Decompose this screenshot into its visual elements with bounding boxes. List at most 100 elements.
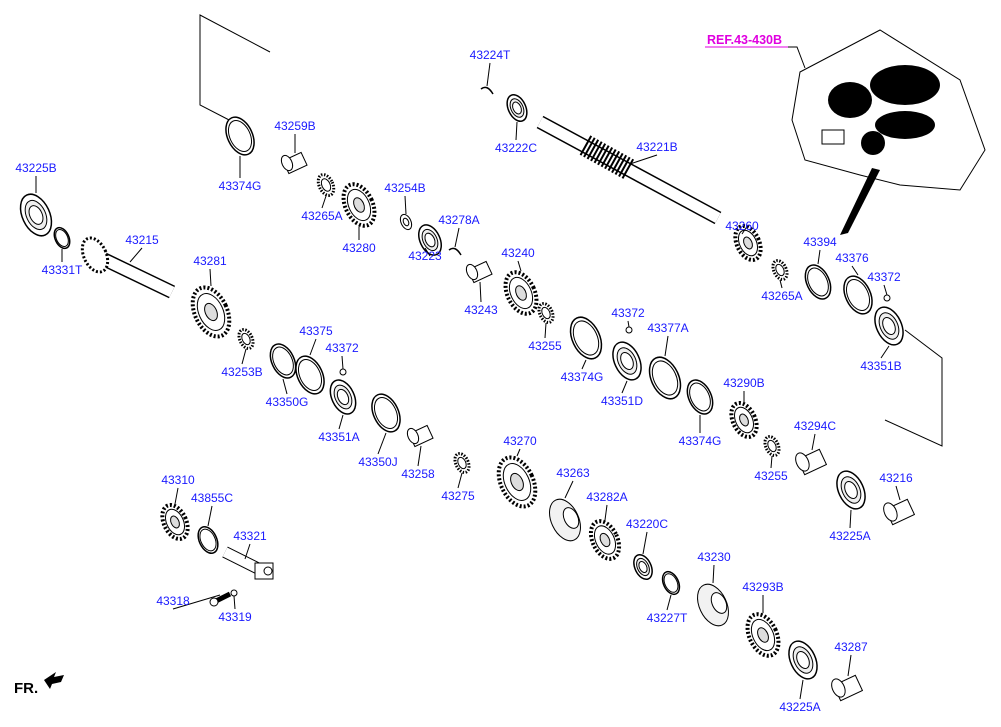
part-bearing-shape[interactable] [630, 552, 656, 582]
part-number-label[interactable]: 43374G [560, 370, 604, 384]
part-gear-shape[interactable] [491, 452, 542, 513]
part-number-label[interactable]: 43254B [384, 181, 426, 195]
part-sleeve-shape[interactable] [405, 424, 434, 448]
part-number-label[interactable]: 43350J [358, 455, 398, 469]
part-number-label[interactable]: 43221B [636, 140, 678, 154]
part-hub-shape[interactable] [691, 579, 734, 630]
part-gear-shape[interactable] [185, 282, 236, 343]
part-sleeve-shape[interactable] [793, 448, 828, 476]
part-needle-shape[interactable] [762, 434, 782, 457]
part-bearing-shape[interactable] [14, 189, 57, 240]
part-number-label[interactable]: 43281 [193, 254, 227, 268]
part-number-label[interactable]: 43265A [301, 209, 343, 223]
part-tiny-shape[interactable] [883, 294, 891, 302]
part-bearing-shape[interactable] [607, 338, 646, 385]
part-tiny-shape[interactable] [625, 326, 633, 334]
part-number-label[interactable]: 43280 [342, 241, 376, 255]
part-number-label[interactable]: 43351B [860, 359, 902, 373]
part-tiny-shape[interactable] [230, 589, 238, 597]
part-pinion-shape[interactable] [77, 234, 176, 299]
part-sleeve-shape[interactable] [279, 151, 308, 175]
part-number-label[interactable]: 43227T [646, 611, 688, 625]
part-number-label[interactable]: 43375 [299, 324, 333, 338]
part-number-label[interactable]: 43294C [793, 419, 837, 433]
part-hub-shape[interactable] [543, 494, 586, 545]
part-ring-shape[interactable] [682, 376, 717, 418]
part-gear-shape[interactable] [157, 501, 192, 543]
part-number-label[interactable]: 43225B [15, 161, 57, 175]
part-gear-shape[interactable] [585, 517, 624, 564]
part-number-label[interactable]: 43216 [879, 471, 913, 485]
part-number-label[interactable]: 43287 [834, 640, 868, 654]
part-number-label[interactable]: 43253B [221, 365, 263, 379]
part-number-label[interactable]: 43243 [464, 303, 498, 317]
part-sleeve-shape[interactable] [881, 498, 916, 526]
part-ring-shape[interactable] [265, 340, 300, 382]
part-number-label[interactable]: 43855C [190, 491, 234, 505]
part-number-label[interactable]: 43372 [867, 270, 901, 284]
part-needle-shape[interactable] [315, 172, 337, 198]
part-ring-shape[interactable] [564, 312, 607, 363]
part-gear-shape[interactable] [337, 179, 380, 230]
reference-link[interactable]: REF.43-430B [707, 33, 783, 47]
part-number-label[interactable]: 43372 [325, 341, 359, 355]
part-number-label[interactable]: 43350G [265, 395, 309, 409]
part-clip-shape[interactable] [448, 247, 462, 256]
part-number-label[interactable]: 43225A [829, 529, 871, 543]
part-number-label[interactable]: 43377A [647, 321, 689, 335]
part-number-label[interactable]: 43351A [318, 430, 360, 444]
part-number-label[interactable]: 43275 [441, 489, 475, 503]
part-shaft-shape[interactable] [536, 115, 722, 225]
part-number-label[interactable]: 43255 [528, 339, 562, 353]
part-number-label[interactable]: 43240 [501, 246, 535, 260]
part-number-label[interactable]: 43265A [761, 289, 803, 303]
part-number-label[interactable]: 43270 [503, 434, 537, 448]
part-number-label[interactable]: 43374G [218, 179, 262, 193]
part-gear-shape[interactable] [499, 267, 542, 318]
part-number-label[interactable]: 43222C [494, 141, 538, 155]
part-number-label[interactable]: 43374G [678, 434, 722, 448]
part-ring-shape[interactable] [290, 352, 329, 399]
part-bearing-shape[interactable] [414, 221, 446, 258]
part-number-label[interactable]: 43319 [218, 610, 252, 624]
part-number-label[interactable]: 43223 [408, 249, 442, 263]
part-needle-shape[interactable] [770, 258, 790, 281]
part-needle-shape[interactable] [452, 451, 472, 474]
part-number-label[interactable]: 43259B [274, 119, 316, 133]
part-bearing-shape[interactable] [503, 92, 531, 125]
part-ring-shape[interactable] [51, 225, 73, 251]
part-ring-shape[interactable] [659, 569, 683, 597]
part-ring-shape[interactable] [366, 390, 405, 437]
part-bolt-shape[interactable] [209, 591, 232, 607]
part-number-label[interactable]: 43278A [438, 213, 480, 227]
part-number-label[interactable]: 43282A [586, 490, 628, 504]
part-number-label[interactable]: 43225A [779, 700, 821, 714]
part-bearing-shape[interactable] [831, 467, 870, 514]
part-number-label[interactable]: 43318 [156, 594, 190, 608]
part-washer-shape[interactable] [398, 213, 414, 232]
part-number-label[interactable]: 43260 [725, 219, 759, 233]
part-number-label[interactable]: 43263 [556, 466, 590, 480]
part-number-label[interactable]: 43255 [754, 469, 788, 483]
part-needle-shape[interactable] [536, 301, 556, 324]
part-needle-shape[interactable] [236, 327, 256, 350]
part-number-label[interactable]: 43376 [835, 251, 869, 265]
part-sleeve-shape[interactable] [829, 674, 864, 702]
part-number-label[interactable]: 43310 [161, 473, 195, 487]
part-number-label[interactable]: 43293B [742, 580, 784, 594]
part-number-label[interactable]: 43351D [600, 394, 644, 408]
part-bearing-shape[interactable] [869, 303, 908, 350]
part-clip-shape[interactable] [480, 86, 494, 95]
part-number-label[interactable]: 43230 [697, 550, 731, 564]
part-gear-shape[interactable] [741, 609, 784, 660]
part-number-label[interactable]: 43372 [611, 306, 645, 320]
part-bearing-shape[interactable] [325, 376, 360, 418]
part-tiny-shape[interactable] [339, 368, 347, 376]
part-number-label[interactable]: 43224T [469, 48, 511, 62]
part-gear-shape[interactable] [730, 222, 765, 264]
part-number-label[interactable]: 43220C [625, 517, 669, 531]
part-sleeve-shape[interactable] [464, 260, 493, 284]
part-number-label[interactable]: 43331T [41, 263, 83, 277]
part-fork-shape[interactable] [222, 546, 274, 580]
part-number-label[interactable]: 43215 [125, 233, 159, 247]
